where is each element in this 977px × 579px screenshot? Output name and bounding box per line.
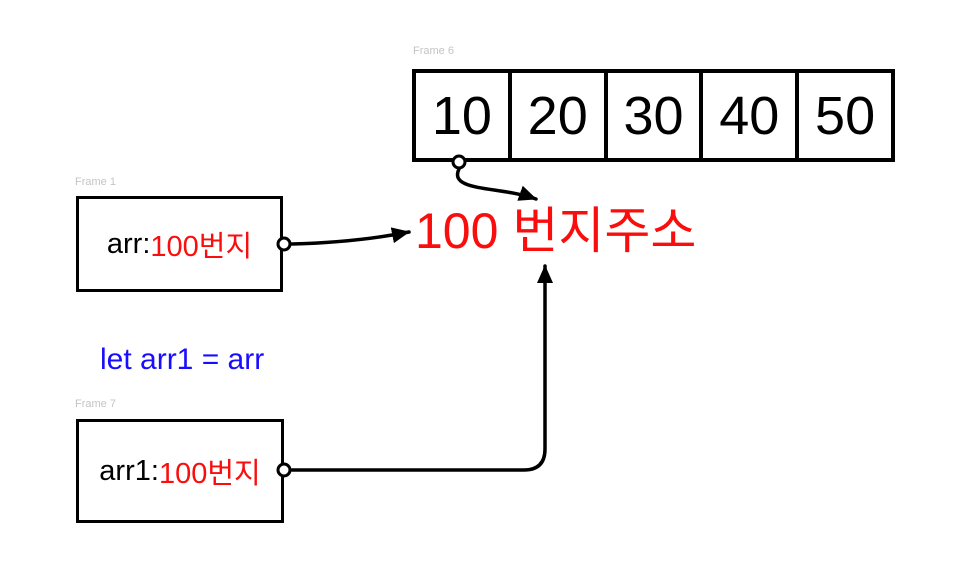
array-cell: 20 [512,73,608,158]
arr-variable-box: arr:100번지 [76,196,283,292]
frame7-label: Frame 7 [75,398,116,410]
array-cell: 10 [416,73,512,158]
memory-address-label: 100 번지주소 [415,203,697,259]
array-cell: 30 [608,73,704,158]
array-cell: 40 [703,73,800,158]
code-statement: let arr1 = arr [100,343,265,376]
array-cell: 50 [815,85,876,146]
frame1-label: Frame 1 [75,176,116,188]
arrow-array-to-address-icon [455,167,538,201]
arr-variable-name: arr: [106,227,151,260]
arrow-arr-to-address-icon [290,227,411,246]
arr1-variable-box: arr1:100번지 [76,419,284,523]
arrow-arr1-to-address-icon [290,264,553,472]
arr1-variable-name: arr1: [99,454,159,487]
frame6-label: Frame 6 [413,45,454,57]
arr-variable-value: 100번지 [150,231,253,263]
array-box: 10 20 30 40 50 [412,69,895,162]
arr1-variable-value: 100번지 [158,458,261,490]
